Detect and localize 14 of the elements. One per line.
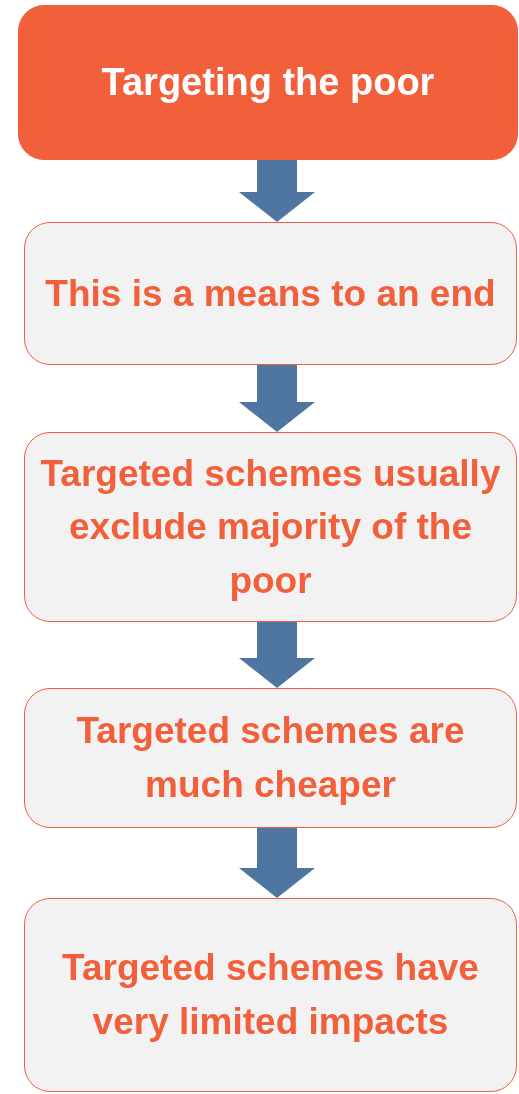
step-text: Targeted schemes usually exclude majority of the poor	[39, 451, 502, 603]
step-box	[24, 222, 517, 365]
step-text: This is a means to an end	[44, 271, 497, 316]
block-arrow	[239, 365, 315, 432]
title-text: Targeting the poor	[101, 59, 435, 105]
block-arrow	[239, 828, 315, 898]
step-box	[24, 898, 517, 1092]
block-arrow	[239, 622, 315, 688]
title-box	[18, 5, 518, 160]
step-text: Targeted schemes have very limited impacts	[61, 946, 480, 1044]
step-box	[24, 432, 517, 622]
step-box	[24, 688, 517, 828]
step-text: Targeted schemes are much cheaper	[75, 709, 466, 807]
block-arrow	[239, 160, 315, 222]
